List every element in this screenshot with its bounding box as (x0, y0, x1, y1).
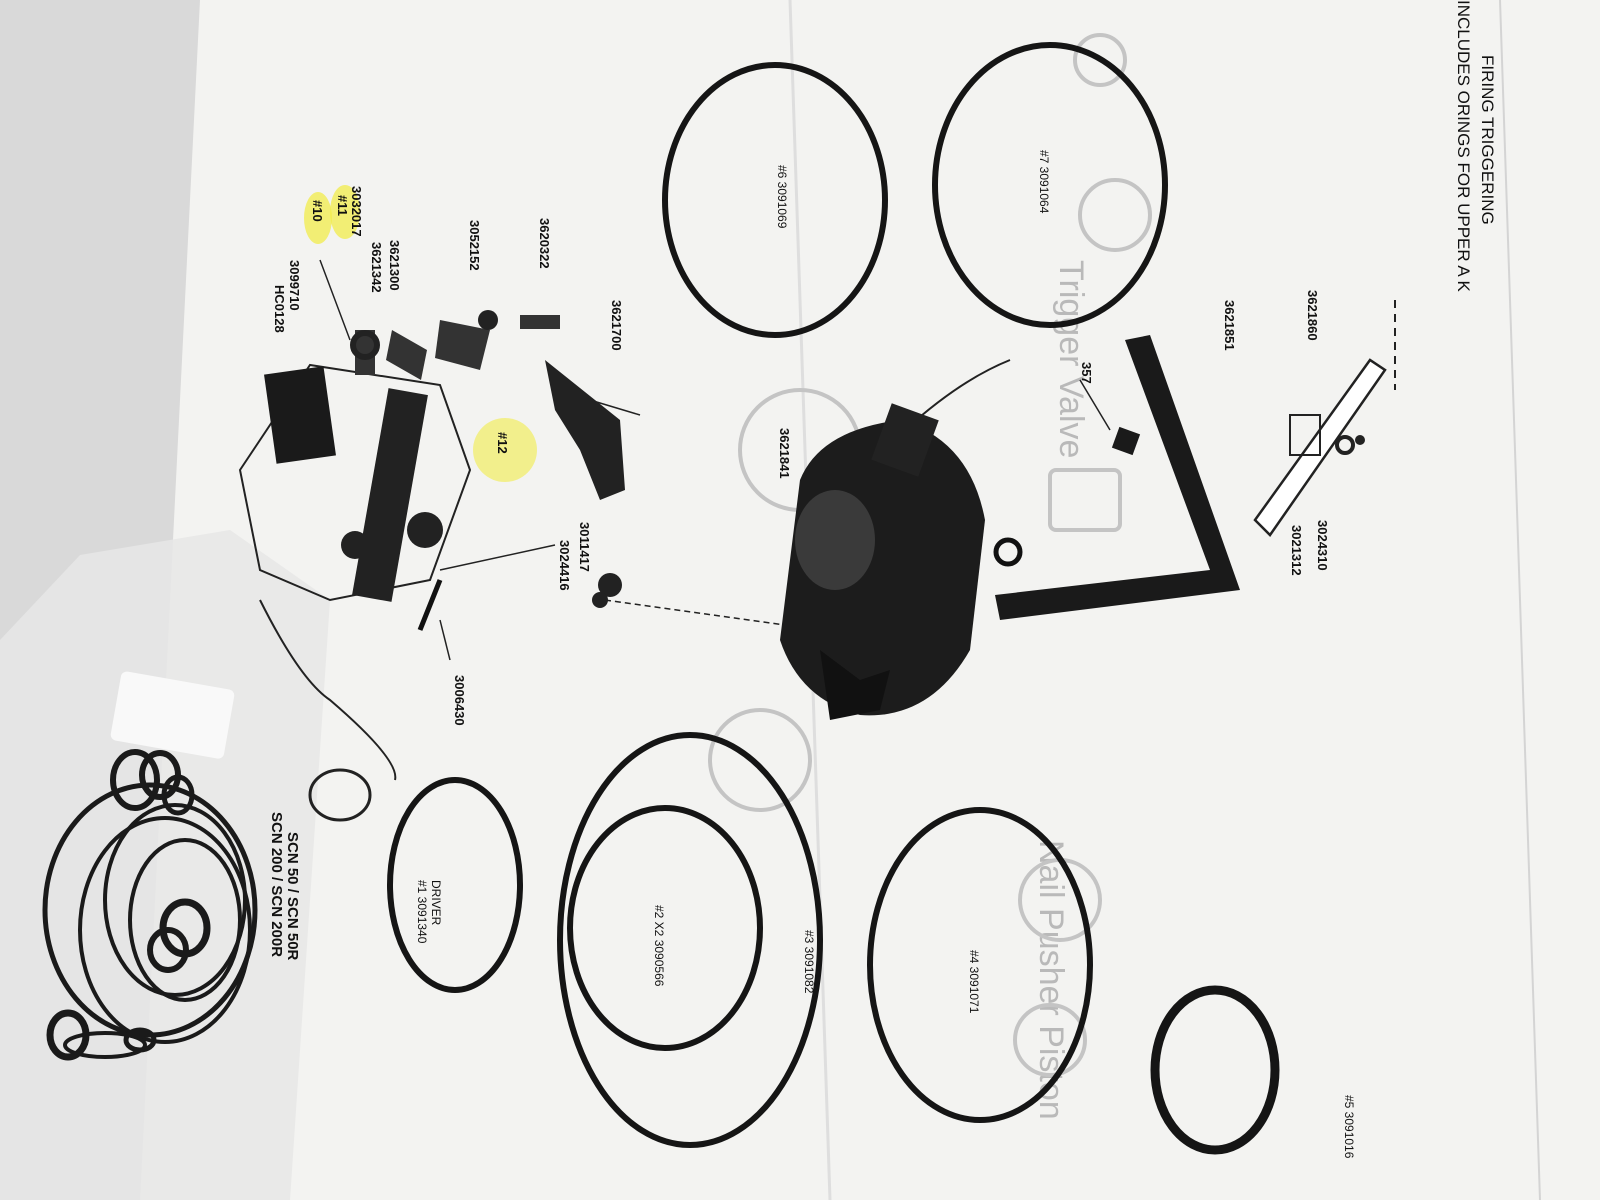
label-3011417: 3011417 (577, 522, 592, 572)
oring-2 (567, 805, 763, 1051)
label-3621860: 3621860 (1305, 290, 1320, 341)
label-3032017: 3032017 (349, 186, 364, 237)
label-3621300: 3621300 (387, 240, 402, 291)
label-oring-6: #6 3091069 (775, 165, 789, 229)
label-hc0128: HC0128 (272, 285, 287, 333)
label-3621841: 3621841 (777, 428, 792, 479)
oring-3 (557, 732, 823, 1148)
label-hl12: #12 (495, 432, 510, 454)
model-text-2: SCN 50 / SCN 50R (284, 832, 301, 961)
label-3099710: 3099710 (287, 260, 302, 311)
label-hl10: #10 (310, 200, 325, 222)
oring-1 (387, 777, 523, 993)
label-3006430: 3006430 (452, 675, 467, 726)
label-3621342: 3621342 (369, 242, 384, 293)
label-3052152: 3052152 (467, 220, 482, 271)
exploded-parts-drawing (238, 259, 786, 822)
includes-note-line2: FIRING TRIGGERING (1478, 55, 1497, 225)
label-oring-3: #3 3091082 (802, 930, 816, 994)
bag-orings-pile (42, 749, 258, 1061)
label-3021312: 3021312 (1289, 525, 1304, 576)
slide-part-3621860 (1253, 300, 1396, 537)
label-oring-1: #1 3091340 (415, 880, 429, 944)
label-hl11: #11 (335, 195, 350, 216)
label-3024416: 3024416 (557, 540, 572, 591)
cylinder-part-3621841 (780, 359, 1011, 720)
oring-4 (867, 807, 1093, 1123)
label-3620322: 3620322 (537, 218, 552, 269)
oring-5 (1150, 985, 1280, 1155)
bag-sticker (110, 671, 235, 759)
label-oring-2: #2 X2 3090566 (652, 905, 666, 987)
highlight-11 (330, 185, 360, 239)
oring-6 (662, 62, 888, 338)
includes-note-line1: INCLUDES ORINGS FOR UPPER A K (1454, 0, 1473, 293)
oring-7 (932, 42, 1168, 328)
label-3024310: 3024310 (1315, 520, 1330, 571)
diagram-orings (387, 42, 1280, 1155)
label-oring-5: #5 3091016 (1342, 1095, 1356, 1159)
ghost-trigger-text: Trigger Valve (1052, 260, 1090, 458)
label-oring-1-driver: DRIVER (429, 880, 443, 926)
label-3621700: 3621700 (609, 300, 624, 351)
model-text-1: SCN 200 / SCN 200R (268, 812, 285, 957)
paper-fold-line-right (1499, 0, 1541, 1200)
ghost-nail-text: Nail Pusher Piston (1032, 840, 1070, 1120)
label-oring-7: #7 3091064 (1037, 150, 1051, 214)
label-357: 357 (1079, 362, 1094, 384)
label-3621851: 3621851 (1222, 300, 1237, 351)
highlight-10 (304, 192, 332, 244)
bracket-part-3621851 (993, 335, 1240, 620)
label-oring-4: #4 3091071 (967, 950, 981, 1014)
highlight-12 (473, 418, 537, 482)
